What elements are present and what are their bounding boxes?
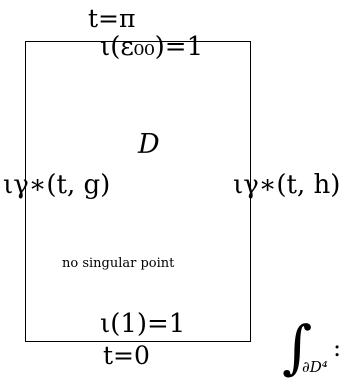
bottom-edge-label: ι(1)=1 [100,309,186,339]
region-rectangle [25,41,251,342]
region-label: D [138,129,160,160]
integral-trailing-colon: : [333,334,342,362]
left-edge-label: ιγ∗(t, g) [3,170,111,200]
integral-subscript: ∂D⁴ [302,358,328,376]
top-edge-label: ι(ε₀₀)=1 [100,32,204,62]
bottom-parameter-label: t=0 [103,341,150,370]
top-parameter-label: t=π [88,4,136,33]
right-edge-label: ιγ∗(t, h) [233,170,341,200]
integral-sign: ∫ [282,313,313,381]
interior-note: no singular point [62,256,175,271]
